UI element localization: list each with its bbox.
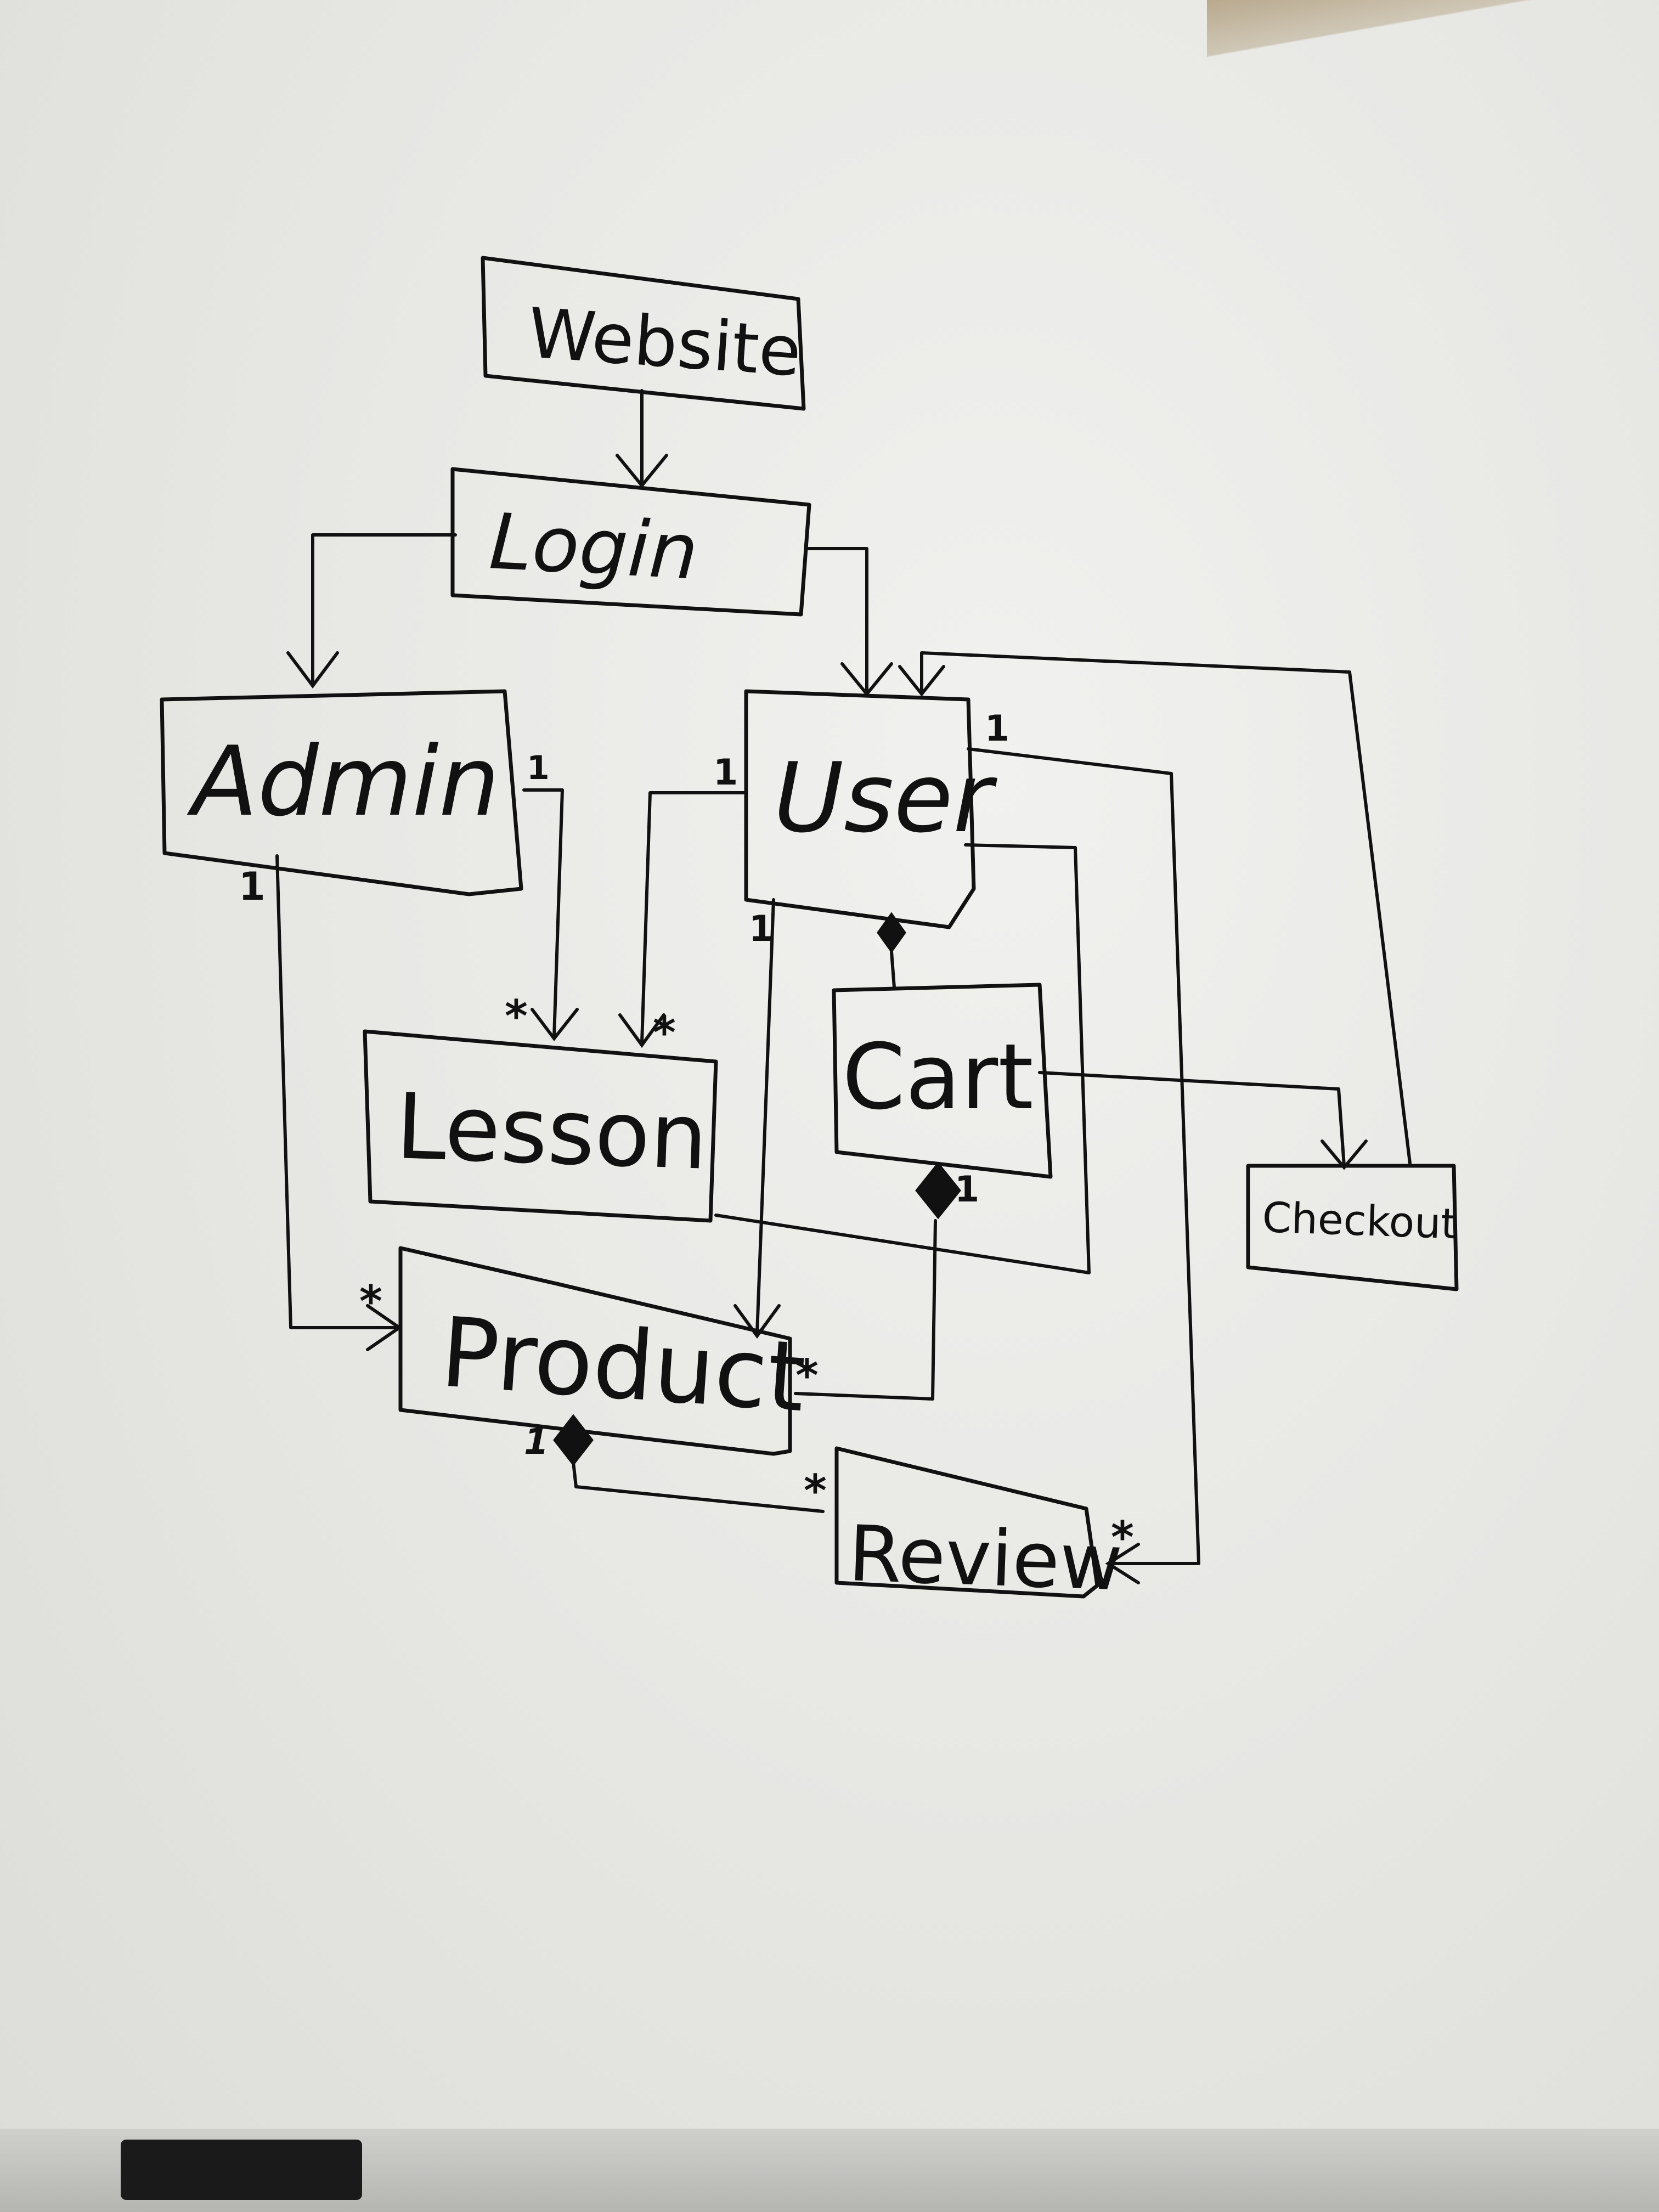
class-boxes <box>160 256 1459 1599</box>
edge-user-lesson <box>640 791 748 1044</box>
edge-user-review <box>967 747 1200 1565</box>
edge-user-lesson-return <box>714 843 1091 1274</box>
mult-product-review-src: 1 <box>524 1421 549 1463</box>
checkout-box <box>1246 1164 1459 1291</box>
mult-admin-product-src: 1 <box>239 864 266 909</box>
edge-admin-lesson <box>522 788 564 1039</box>
edge-user-cart <box>890 950 896 989</box>
review-box <box>834 1446 1099 1599</box>
product-review-diamond <box>553 1414 594 1466</box>
edge-product-review <box>572 1460 825 1513</box>
composition-diamonds <box>553 912 961 1466</box>
edge-cart-checkout <box>1038 1071 1346 1167</box>
admin-label: Admin <box>187 726 500 838</box>
website-box <box>481 256 806 411</box>
mult-admin-product-dst: * <box>359 1276 382 1327</box>
cart-product-diamond <box>915 1161 961 1220</box>
admin-box <box>160 689 523 896</box>
product-box <box>398 1246 792 1456</box>
user-cart-diamond <box>877 912 906 953</box>
eraser <box>121 2140 362 2200</box>
mult-user-product-src: 1 <box>749 909 774 950</box>
mult-user-review-dst: * <box>1111 1512 1134 1563</box>
whiteboard-frame <box>1207 0 1659 99</box>
edge-login-admin <box>311 533 457 687</box>
login-box <box>450 467 811 617</box>
class-labels: Website Login Admin User Lesson Cart Che… <box>187 294 1458 1608</box>
edge-checkout-user <box>920 651 1412 1165</box>
mult-product-review-dst: * <box>804 1465 827 1516</box>
lesson-box <box>363 1029 718 1223</box>
edge-cart-product <box>794 1219 937 1401</box>
review-label: Review <box>847 1509 1124 1608</box>
edge-user-product <box>755 898 775 1335</box>
mult-user-review-src: 1 <box>985 708 1009 749</box>
login-label: Login <box>487 497 700 597</box>
edges <box>275 389 1412 1584</box>
mult-cart-product-src: 1 <box>955 1169 979 1210</box>
edge-login-user <box>805 547 868 693</box>
user-box <box>744 689 976 929</box>
multiplicity-labels: 1 * 1 * 1 * 1 1 * 1 * 1 * <box>239 708 1134 1563</box>
lesson-label: Lesson <box>394 1074 709 1190</box>
mult-admin-lesson-dst: * <box>505 991 528 1042</box>
product-label: Product <box>437 1297 809 1434</box>
mult-user-lesson-src: 1 <box>713 752 738 793</box>
user-label: User <box>774 743 997 854</box>
cart-box <box>832 983 1053 1179</box>
edge-admin-product <box>275 854 399 1329</box>
cart-label: Cart <box>842 1024 1034 1130</box>
checkout-label: Checkout <box>1261 1193 1458 1248</box>
mult-user-lesson-dst: * <box>653 1007 676 1058</box>
website-label: Website <box>526 294 804 392</box>
mult-cart-product-dst: * <box>795 1350 819 1401</box>
mult-admin-lesson-src: 1 <box>527 749 550 787</box>
